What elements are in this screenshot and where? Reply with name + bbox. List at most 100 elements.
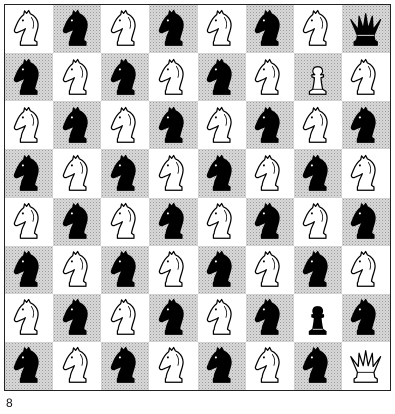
- white-knight-icon[interactable]: [345, 249, 386, 290]
- board-square[interactable]: [198, 294, 246, 342]
- board-square[interactable]: [101, 101, 149, 149]
- white-knight-icon[interactable]: [8, 297, 49, 338]
- black-knight-icon[interactable]: [57, 201, 98, 242]
- white-pawn-icon[interactable]: [297, 57, 338, 98]
- black-knight-icon[interactable]: [57, 297, 98, 338]
- board-square[interactable]: [101, 342, 149, 390]
- board-square[interactable]: [149, 5, 197, 53]
- white-knight-icon[interactable]: [201, 105, 242, 146]
- board-square[interactable]: [294, 246, 342, 294]
- white-knight-icon[interactable]: [153, 249, 194, 290]
- white-knight-icon[interactable]: [8, 105, 49, 146]
- black-knight-icon[interactable]: [153, 105, 194, 146]
- board-square[interactable]: [246, 342, 294, 390]
- board-square[interactable]: [198, 246, 246, 294]
- board-square[interactable]: [53, 294, 101, 342]
- black-knight-icon[interactable]: [153, 201, 194, 242]
- board-square[interactable]: [5, 294, 53, 342]
- board-square[interactable]: [5, 5, 53, 53]
- black-knight-icon[interactable]: [345, 297, 386, 338]
- white-knight-icon[interactable]: [201, 8, 242, 49]
- board-square[interactable]: [294, 101, 342, 149]
- board-square[interactable]: [5, 246, 53, 294]
- board-square[interactable]: [342, 149, 390, 197]
- board-square[interactable]: [53, 198, 101, 246]
- board-square[interactable]: [149, 246, 197, 294]
- black-knight-icon[interactable]: [8, 345, 49, 386]
- black-knight-icon[interactable]: [249, 297, 290, 338]
- board-square[interactable]: [198, 53, 246, 101]
- white-knight-icon[interactable]: [105, 105, 146, 146]
- white-knight-icon[interactable]: [297, 105, 338, 146]
- black-knight-icon[interactable]: [8, 153, 49, 194]
- board-square[interactable]: [246, 246, 294, 294]
- black-knight-icon[interactable]: [105, 249, 146, 290]
- white-knight-icon[interactable]: [345, 57, 386, 98]
- board-square[interactable]: [149, 342, 197, 390]
- board-square[interactable]: [149, 101, 197, 149]
- black-queen-icon[interactable]: [345, 8, 386, 49]
- white-knight-icon[interactable]: [57, 249, 98, 290]
- black-knight-icon[interactable]: [249, 8, 290, 49]
- white-knight-icon[interactable]: [345, 153, 386, 194]
- black-pawn-icon[interactable]: [297, 297, 338, 338]
- board-square[interactable]: [53, 53, 101, 101]
- white-knight-icon[interactable]: [105, 297, 146, 338]
- white-knight-icon[interactable]: [8, 201, 49, 242]
- white-knight-icon[interactable]: [105, 8, 146, 49]
- board-square[interactable]: [101, 246, 149, 294]
- black-knight-icon[interactable]: [297, 345, 338, 386]
- board-square[interactable]: [342, 53, 390, 101]
- board-square[interactable]: [246, 101, 294, 149]
- board-square[interactable]: [5, 101, 53, 149]
- white-knight-icon[interactable]: [8, 8, 49, 49]
- black-knight-icon[interactable]: [105, 345, 146, 386]
- board-square[interactable]: [342, 5, 390, 53]
- board-square[interactable]: [294, 5, 342, 53]
- black-knight-icon[interactable]: [8, 249, 49, 290]
- black-knight-icon[interactable]: [201, 57, 242, 98]
- board-square[interactable]: [198, 101, 246, 149]
- board-square[interactable]: [294, 342, 342, 390]
- black-knight-icon[interactable]: [57, 8, 98, 49]
- white-knight-icon[interactable]: [249, 249, 290, 290]
- board-square[interactable]: [101, 198, 149, 246]
- board-square[interactable]: [53, 5, 101, 53]
- board-square[interactable]: [198, 149, 246, 197]
- black-knight-icon[interactable]: [153, 297, 194, 338]
- white-knight-icon[interactable]: [57, 153, 98, 194]
- board-square[interactable]: [101, 294, 149, 342]
- black-knight-icon[interactable]: [249, 201, 290, 242]
- black-knight-icon[interactable]: [105, 57, 146, 98]
- white-knight-icon[interactable]: [201, 201, 242, 242]
- black-knight-icon[interactable]: [297, 153, 338, 194]
- board-square[interactable]: [246, 198, 294, 246]
- white-knight-icon[interactable]: [153, 153, 194, 194]
- board-square[interactable]: [246, 149, 294, 197]
- board-square[interactable]: [342, 342, 390, 390]
- black-knight-icon[interactable]: [153, 8, 194, 49]
- white-knight-icon[interactable]: [249, 57, 290, 98]
- black-knight-icon[interactable]: [105, 153, 146, 194]
- board-square[interactable]: [342, 294, 390, 342]
- board-square[interactable]: [101, 149, 149, 197]
- board-square[interactable]: [294, 198, 342, 246]
- black-knight-icon[interactable]: [201, 153, 242, 194]
- white-knight-icon[interactable]: [153, 345, 194, 386]
- white-knight-icon[interactable]: [297, 8, 338, 49]
- board-square[interactable]: [149, 149, 197, 197]
- board-square[interactable]: [246, 53, 294, 101]
- board-square[interactable]: [53, 149, 101, 197]
- board-square[interactable]: [294, 53, 342, 101]
- white-queen-icon[interactable]: [345, 345, 386, 386]
- white-knight-icon[interactable]: [201, 297, 242, 338]
- black-knight-icon[interactable]: [345, 105, 386, 146]
- white-knight-icon[interactable]: [249, 345, 290, 386]
- board-square[interactable]: [5, 53, 53, 101]
- board-square[interactable]: [149, 198, 197, 246]
- black-knight-icon[interactable]: [201, 249, 242, 290]
- board-square[interactable]: [53, 101, 101, 149]
- board-square[interactable]: [5, 198, 53, 246]
- board-square[interactable]: [101, 5, 149, 53]
- board-square[interactable]: [294, 294, 342, 342]
